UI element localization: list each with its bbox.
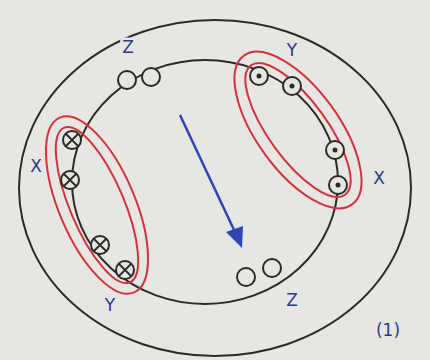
winding-label: Y xyxy=(103,296,117,315)
winding-label: (1) xyxy=(374,321,402,340)
winding-label: Z xyxy=(284,291,300,310)
stator-outer xyxy=(19,20,411,356)
winding-label: X xyxy=(28,157,44,176)
flux-arrow xyxy=(180,115,243,248)
cross-marks xyxy=(64,134,131,276)
winding-label: Y xyxy=(285,41,299,60)
winding-label: Z xyxy=(120,38,136,57)
dot-marks xyxy=(257,74,341,188)
conductors xyxy=(61,67,347,286)
coil-loops xyxy=(25,31,385,307)
winding-label: X xyxy=(371,169,387,188)
stator-inner xyxy=(72,60,338,304)
